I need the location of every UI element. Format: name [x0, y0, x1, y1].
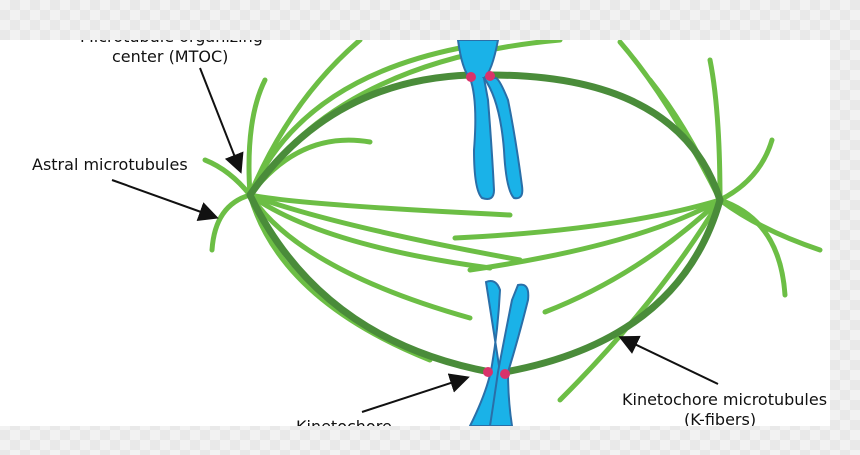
kinetochore-label: Kinetochore: [296, 417, 392, 436]
kfibers-label-line1: Kinetochore microtubules: [622, 390, 827, 409]
kfibers-label-line2: (K-fibers): [684, 410, 756, 429]
kinetochore-lower-right: [500, 369, 510, 379]
kinetochore-upper-right: [485, 71, 495, 81]
astral-microtubules-left: [202, 77, 268, 253]
kinetochore-microtubules: [246, 71, 724, 376]
kinetochore-upper-left: [466, 72, 476, 82]
chromosome-lower: [468, 280, 530, 426]
arrow-kinetochore: [361, 373, 470, 413]
mtoc-label-line2: center (MTOC): [112, 47, 228, 66]
diagram-canvas: [0, 40, 830, 426]
astral-label: Astral microtubules: [32, 155, 188, 174]
chromosome-upper: [456, 40, 524, 200]
astral-microtubules-right: [707, 57, 823, 298]
kinetochore-lower-left: [483, 367, 493, 377]
arrow-kfibers: [618, 335, 719, 385]
arrow-mtoc: [199, 67, 244, 174]
annotation-arrows: [111, 67, 719, 413]
mtoc-label-line1: Microtubule organizing: [80, 27, 263, 46]
arrow-astral: [111, 179, 219, 222]
